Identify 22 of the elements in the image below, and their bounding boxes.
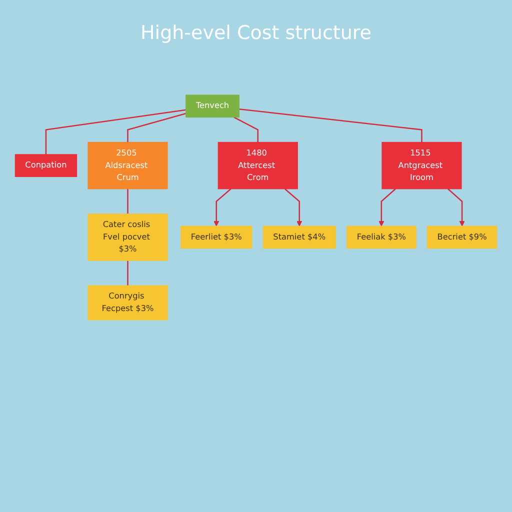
node-box: Conpation (14, 154, 78, 177)
arrow (214, 188, 232, 226)
connector (127, 112, 186, 142)
connector (127, 188, 128, 214)
connector (234, 116, 258, 142)
node-box: Tenvech (186, 94, 240, 118)
node-box: Feeliak $3% (346, 226, 416, 249)
arrow (378, 188, 396, 226)
connector (127, 260, 128, 286)
node-box: Feerliet $3% (180, 226, 252, 249)
node-box: Cater coslis Fvel pocvet $3% (88, 214, 168, 261)
connector (45, 109, 186, 154)
node-box: 2505 Aldsracest Crum (88, 142, 168, 190)
connector (239, 108, 422, 142)
node-box: 1480 Attercest Crom (218, 142, 298, 190)
node-box: Stamiet $4% (262, 226, 336, 249)
diagram-title: High-evel Cost structure (140, 22, 372, 44)
node-box: Conrygis Fecpest $3% (88, 285, 168, 320)
node-box: Becriet $9% (426, 226, 498, 249)
node-box: 1515 Antgracest Iroom (382, 142, 462, 190)
arrow (284, 188, 302, 226)
arrow (448, 188, 465, 226)
